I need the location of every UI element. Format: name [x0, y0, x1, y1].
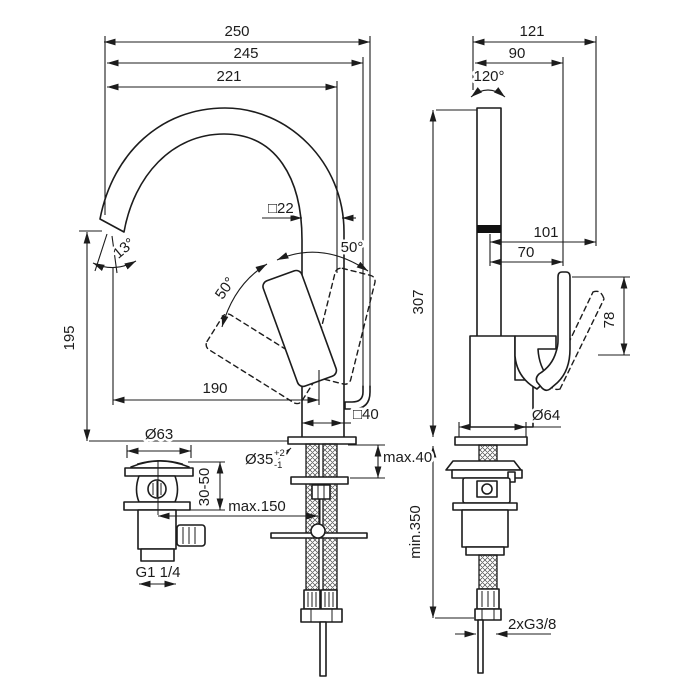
dim-label-max150: max.150 [228, 498, 286, 515]
dim-label-sq40: □40 [353, 406, 379, 423]
waste-ball-joint-ribs [182, 527, 196, 544]
angle-50-right-arc [276, 251, 369, 272]
dim-label-50deg-right: 50° [341, 239, 364, 256]
hose-segment-lower [478, 554, 498, 590]
ext-line [348, 444, 385, 479]
dim-label-221: 221 [216, 68, 241, 85]
handle-side [535, 271, 571, 392]
waste-tail-side [461, 509, 509, 548]
waste-tail-end [465, 546, 505, 556]
waste-cap-inner [136, 460, 184, 465]
waste-front [123, 460, 206, 562]
hose-nut-facets [310, 609, 333, 622]
dim-label-307: 307 [410, 289, 427, 314]
dim-label-101: 101 [533, 224, 558, 241]
dim-label-min350: min.350 [407, 505, 424, 558]
waste-lower-flange [123, 501, 191, 511]
mounting-nut-front [311, 484, 331, 500]
waste-screw-circle [481, 483, 493, 495]
dim-label-120deg: 120° [473, 68, 504, 85]
base-escutcheon-side [454, 436, 528, 446]
side-view [445, 107, 605, 674]
dim-label-195: 195 [61, 325, 78, 350]
supply-hose-right [322, 443, 338, 591]
handle-front-open-position [205, 313, 320, 405]
hose-nut-front [300, 608, 343, 623]
dim-label-190: 190 [202, 380, 227, 397]
dim-label-g114: G1 1/4 [135, 564, 180, 581]
ext-line [112, 268, 320, 405]
mounting-nut-facets [317, 485, 325, 499]
dim-label-d63: Ø63 [145, 426, 173, 443]
mounting-washer-side [445, 460, 522, 471]
side-view-dimensions [429, 36, 630, 638]
waste-lower-flange-side [452, 502, 518, 511]
supply-hose-left [305, 443, 320, 591]
clamp-nub [507, 471, 516, 483]
dim-label-70: 70 [518, 244, 535, 261]
popup-joint [310, 523, 326, 539]
dim-label-90: 90 [509, 45, 526, 62]
hose-nut-side-facets [481, 609, 495, 620]
angle-13-arc [92, 260, 137, 272]
waste-ball-joint [176, 524, 206, 547]
dim-label-d35-minus: -1 [274, 460, 282, 471]
ext-line [572, 276, 630, 356]
waste-top-flange [124, 467, 194, 477]
hose-fitting-side-ribs [481, 591, 495, 607]
spout-column-side [476, 107, 502, 338]
dim-label-245: 245 [233, 45, 258, 62]
popup-rod-side [477, 619, 484, 674]
handle-side-open-position [548, 290, 605, 391]
mounting-washer-front [290, 476, 349, 485]
hose-fitting-right-ribs [324, 592, 334, 607]
hose-fitting-left-ribs [307, 592, 317, 607]
handle-front-closed-position [310, 267, 376, 385]
front-view [89, 107, 376, 677]
dim-label-max40: max.40 [383, 449, 432, 466]
dim-label-sq22: □22 [268, 200, 294, 217]
dim-label-d35-plus: +2 [274, 448, 285, 459]
hose-nut-side [474, 608, 502, 621]
dim-label-13deg: 13° [110, 235, 138, 263]
popup-rod-lower [319, 621, 327, 677]
leader-d35 [277, 447, 292, 461]
waste-screw-slots [152, 481, 162, 497]
dim-label-250: 250 [224, 23, 249, 40]
hose-segment-upper [478, 444, 498, 463]
dim-label-78: 78 [601, 312, 618, 329]
dim-label-3050: 30-50 [196, 468, 213, 506]
dim-label-d35: Ø35 [245, 451, 273, 468]
front-view-dimensions [79, 36, 385, 588]
base-escutcheon-front [287, 436, 357, 445]
dim-label-d64: Ø64 [532, 407, 560, 424]
angle-120-arc [470, 87, 506, 98]
handle-front [262, 269, 338, 388]
waste-lower-body [137, 509, 177, 550]
waste-tailpipe [140, 548, 175, 562]
spout-outline [99, 107, 345, 438]
waste-cap [130, 460, 190, 469]
angle-50-left-arc [221, 263, 268, 328]
waste-screw-block [476, 480, 498, 498]
spout-underside-hook [344, 385, 371, 410]
dim-label-50deg-left: 50° [212, 274, 239, 302]
dim-label-2xg38: 2xG3/8 [508, 616, 556, 633]
aerator-band [477, 225, 501, 233]
dim-label-121: 121 [519, 23, 544, 40]
